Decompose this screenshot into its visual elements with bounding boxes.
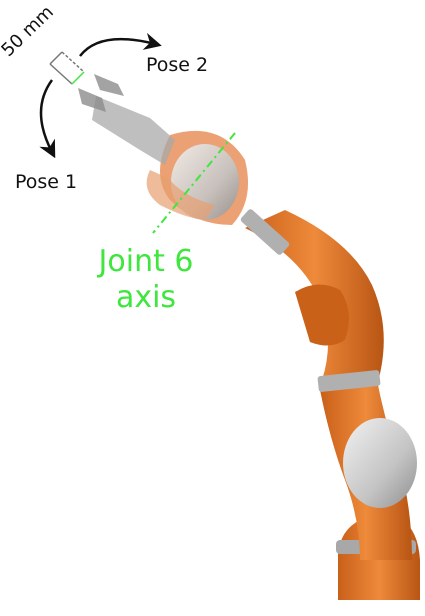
pose-1-label: Pose 1 xyxy=(15,171,77,193)
lower-joint-cap xyxy=(343,418,417,508)
pose-2-arrow xyxy=(80,39,155,56)
joint-axis-label-line2: axis xyxy=(98,280,194,316)
gripper-finger-lower xyxy=(78,88,106,112)
gripper-body xyxy=(92,96,175,165)
robot-arm xyxy=(240,208,420,600)
joint-axis-label-line1: Joint 6 xyxy=(98,244,194,280)
elbow-joint xyxy=(295,284,349,345)
pose-1-arrow xyxy=(41,80,52,152)
pose-2-label: Pose 2 xyxy=(146,54,208,76)
gripper-finger-upper xyxy=(94,74,124,96)
joint-axis-label: Joint 6 axis xyxy=(98,244,194,316)
distance-marker xyxy=(50,52,84,84)
